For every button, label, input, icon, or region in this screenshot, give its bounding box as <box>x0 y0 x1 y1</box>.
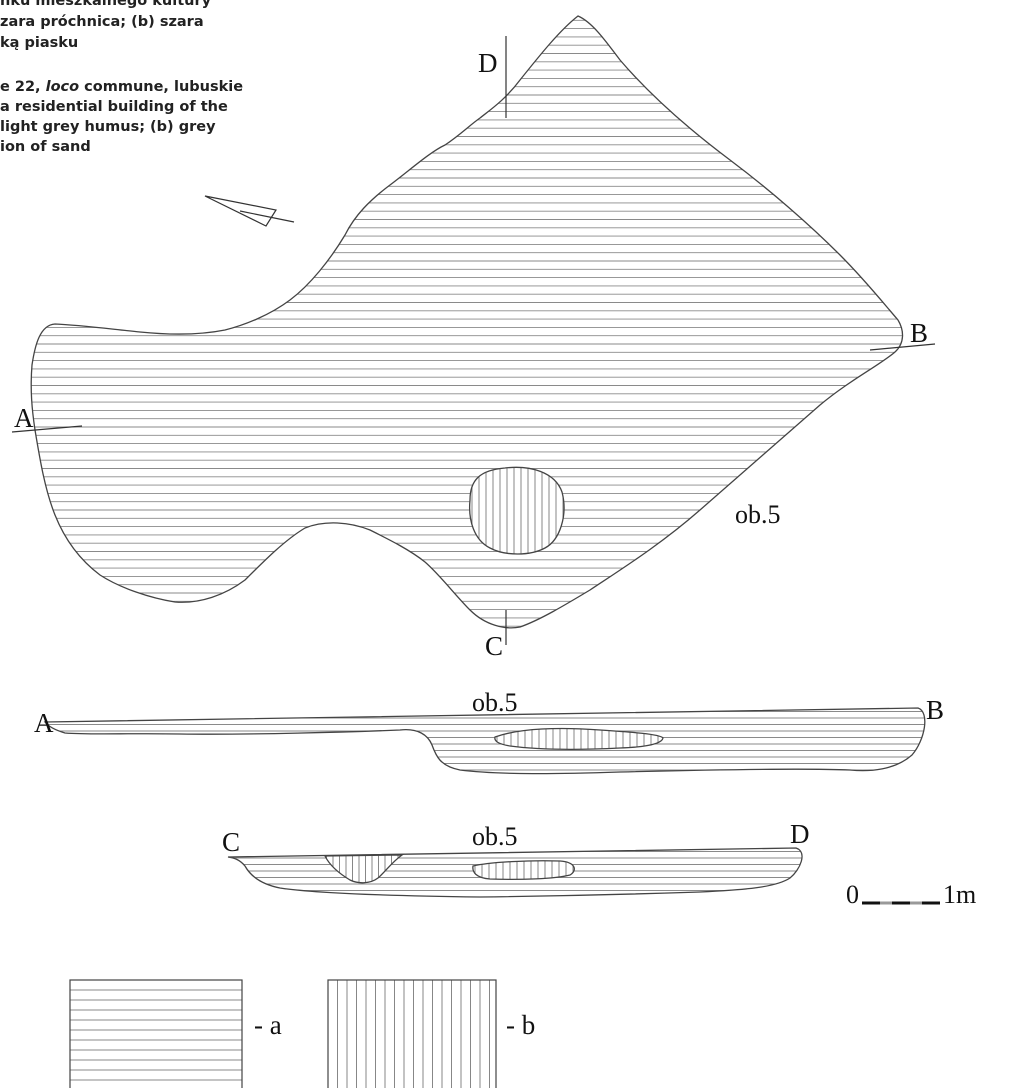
caption-english-prefix: e 22, <box>0 79 46 95</box>
section-cd-sand-lens-outline <box>472 860 575 881</box>
legend-swatch-b <box>328 980 490 1088</box>
caption-polish-line-1: nku mieszkalnego kultury <box>0 0 212 9</box>
section-cd-letter-c: C <box>222 827 240 857</box>
legend-swatch-a <box>70 980 242 1081</box>
legend-label-b: - b <box>506 1010 535 1040</box>
section-ab-letter-a: A <box>34 708 54 738</box>
scale-start-label: 0 <box>846 880 859 909</box>
section-cd-letter-d: D <box>790 819 810 849</box>
plan-letter-c: C <box>485 631 503 661</box>
section-ab-outline <box>43 707 926 775</box>
caption-english-line-1: e 22, loco commune, lubuskie <box>0 78 243 97</box>
plan-letter-d: D <box>478 48 498 78</box>
plan-sand-pocket-outline <box>468 466 565 555</box>
section-a-b: A B ob.5 <box>34 688 944 775</box>
caption-english-loco: loco <box>45 79 80 95</box>
plan-feature-label: ob.5 <box>735 500 781 529</box>
legend-label-a: - a <box>254 1010 282 1040</box>
plan-view: D C A B ob.5 <box>11 15 936 661</box>
caption-english-suffix: commune, lubuskie <box>79 79 244 95</box>
legend-swatch-b-border <box>327 979 497 1088</box>
section-ab-sand-lens-outline <box>494 727 664 750</box>
scale-bar: 0 1m <box>846 880 976 909</box>
caption-english-line-2: a residential building of the <box>0 99 228 115</box>
caption-polish-line-3: ką piasku <box>0 35 79 51</box>
plan-humus-fill <box>31 19 903 627</box>
section-c-d: C D ob.5 <box>222 819 810 898</box>
caption-english-line-3: light grey humus; (b) grey <box>0 119 216 135</box>
plan-letter-a: A <box>14 403 34 433</box>
caption-polish-line-2: zara próchnica; (b) szara <box>0 14 204 30</box>
section-cd-outline <box>227 847 803 898</box>
scale-end-label: 1m <box>943 880 976 909</box>
legend: - a - b <box>69 979 535 1088</box>
section-ab-letter-b: B <box>926 695 944 725</box>
legend-swatch-a-border <box>69 979 243 1088</box>
plan-sand-pocket-fill <box>469 467 565 554</box>
north-arrow-icon <box>204 195 295 227</box>
plan-feature-outline <box>30 15 904 629</box>
caption-english-line-4: ion of sand <box>0 139 91 155</box>
section-line-a <box>11 425 83 433</box>
plan-letter-b: B <box>910 318 928 348</box>
section-cd-feature-label: ob.5 <box>472 822 518 851</box>
section-line-b <box>869 343 936 351</box>
section-ab-feature-label: ob.5 <box>472 688 518 717</box>
section-cd-sand-pocket-outline <box>323 854 405 884</box>
